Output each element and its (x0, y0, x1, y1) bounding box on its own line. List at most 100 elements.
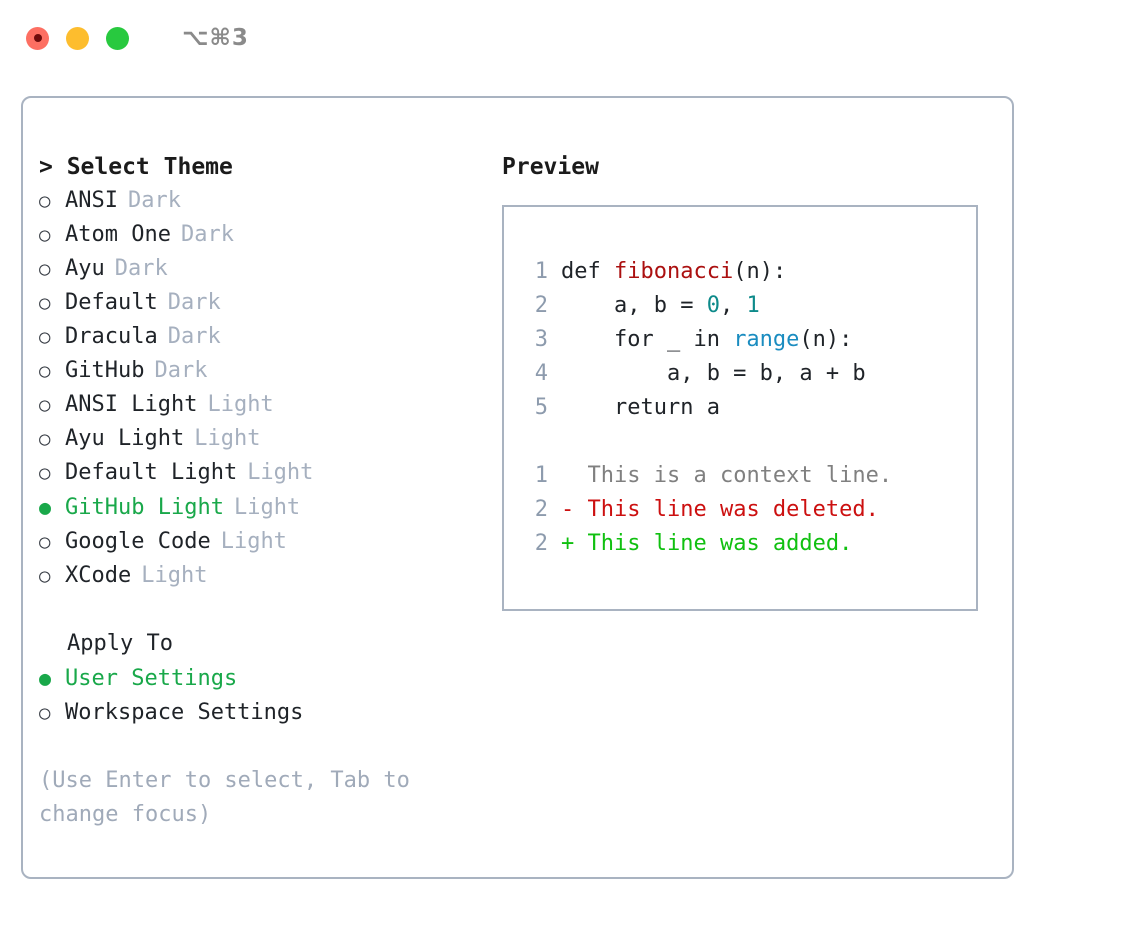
diff-marker: + (561, 531, 588, 556)
preview-spacer (522, 425, 976, 459)
theme-list-item[interactable]: ○ Default Light Light (39, 456, 479, 490)
theme-name-label: ANSI (65, 188, 118, 213)
title-bar: ⌥⌘3 (0, 0, 1140, 76)
radio-unselected-icon[interactable]: ○ (39, 292, 51, 314)
theme-variant-tag: Light (233, 495, 301, 520)
apply-to-options[interactable]: ● User Settings ○ Workspace Settings (39, 661, 479, 730)
diff-marker (561, 459, 588, 493)
code-token: (n): (799, 327, 853, 352)
theme-variant-tag: Light (207, 392, 274, 417)
theme-variant-tag: Dark (114, 256, 168, 281)
theme-name-label: Google Code (65, 529, 211, 554)
diff-preview: 1 This is a context line.2- This line wa… (522, 459, 976, 561)
theme-variant-tag: Dark (154, 358, 208, 383)
code-line: 1 def fibonacci(n): (522, 255, 976, 289)
theme-name-label: ANSI Light (65, 392, 198, 417)
theme-list-item[interactable]: ○ Ayu Light Light (39, 422, 479, 456)
radio-unselected-icon[interactable]: ○ (39, 462, 51, 484)
theme-name-label: Dracula (65, 324, 158, 349)
code-token: a, b = (561, 293, 707, 318)
radio-unselected-icon[interactable]: ○ (39, 190, 51, 212)
code-token: (n): (733, 259, 787, 284)
radio-unselected-icon[interactable]: ○ (39, 428, 51, 450)
code-line-number: 3 (534, 327, 548, 352)
radio-unselected-icon[interactable]: ○ (39, 258, 51, 280)
radio-selected-icon[interactable]: ● (39, 495, 52, 519)
theme-list-item[interactable]: ○ Atom One Dark (39, 218, 479, 252)
code-token: def (561, 259, 614, 284)
diff-text: This line was deleted. (587, 497, 879, 522)
radio-unselected-icon[interactable]: ○ (39, 326, 51, 348)
keyboard-hint-text: (Use Enter to select, Tab to change focu… (39, 768, 410, 827)
diff-line: 2- This line was deleted. (522, 493, 976, 527)
keyboard-shortcut-label: ⌥⌘3 (182, 24, 249, 51)
code-token: range (733, 327, 800, 352)
diff-text: This line was added. (587, 531, 853, 556)
code-token: , (719, 293, 747, 318)
theme-list-item[interactable]: ○ Dracula Dark (39, 320, 479, 354)
diff-line-number: 1 (534, 463, 548, 488)
theme-variant-tag: Light (247, 460, 314, 485)
radio-unselected-icon[interactable]: ○ (39, 702, 51, 724)
diff-marker: - (561, 497, 588, 522)
apply-to-option[interactable]: ● User Settings (39, 661, 479, 696)
code-token: a, b = b, a + b (561, 361, 866, 386)
code-line-number: 1 (534, 259, 548, 284)
radio-unselected-icon[interactable]: ○ (39, 531, 51, 553)
maximize-button-icon[interactable] (106, 26, 129, 50)
minimize-button-icon[interactable] (66, 26, 89, 50)
diff-line-number: 2 (534, 531, 548, 556)
theme-list-item[interactable]: ○ GitHub Dark (39, 354, 479, 388)
apply-to-label: User Settings (65, 666, 238, 691)
theme-name-label: Atom One (65, 222, 171, 247)
theme-variant-tag: Dark (180, 222, 234, 247)
theme-variant-tag: Light (194, 426, 261, 451)
code-token: 1 (746, 293, 760, 318)
code-line: 2 a, b = 0, 1 (522, 289, 976, 323)
theme-name-label: Ayu Light (65, 426, 185, 451)
radio-unselected-icon[interactable]: ○ (39, 360, 51, 382)
theme-list-item[interactable]: ○ ANSI Light Light (39, 388, 479, 422)
traffic-light-controls (26, 26, 129, 50)
code-token: for _ in (561, 327, 734, 352)
code-line: 3 for _ in range(n): (522, 323, 976, 357)
code-token: 0 (706, 293, 720, 318)
radio-unselected-icon[interactable]: ○ (39, 565, 51, 587)
theme-list-item[interactable]: ○ Ayu Dark (39, 252, 479, 286)
code-line-number: 5 (534, 395, 548, 420)
code-line: 5 return a (522, 391, 976, 425)
apply-to-heading: Apply To (67, 631, 173, 656)
theme-name-label: Default Light (65, 460, 238, 485)
theme-variant-tag: Dark (167, 290, 221, 315)
code-line-number: 4 (534, 361, 548, 386)
diff-line: 1 This is a context line. (522, 459, 976, 493)
theme-name-label: GitHub (65, 358, 145, 383)
radio-unselected-icon[interactable]: ○ (39, 224, 51, 246)
theme-variant-tag: Dark (167, 324, 221, 349)
select-theme-heading: > Select Theme (39, 154, 233, 180)
code-line-number: 2 (534, 293, 548, 318)
apply-to-option[interactable]: ○ Workspace Settings (39, 696, 479, 730)
close-button-icon[interactable] (26, 26, 49, 50)
diff-line-number: 2 (534, 497, 548, 522)
theme-list-item[interactable]: ○ ANSI Dark (39, 184, 479, 218)
apply-to-label: Workspace Settings (65, 700, 304, 725)
theme-name-label: XCode (65, 563, 132, 588)
theme-name-label: Ayu (65, 256, 105, 281)
theme-variant-tag: Dark (127, 188, 181, 213)
radio-unselected-icon[interactable]: ○ (39, 394, 51, 416)
code-token: fibonacci (613, 259, 734, 284)
preview-heading: Preview (502, 154, 599, 180)
radio-selected-icon[interactable]: ● (39, 666, 52, 690)
